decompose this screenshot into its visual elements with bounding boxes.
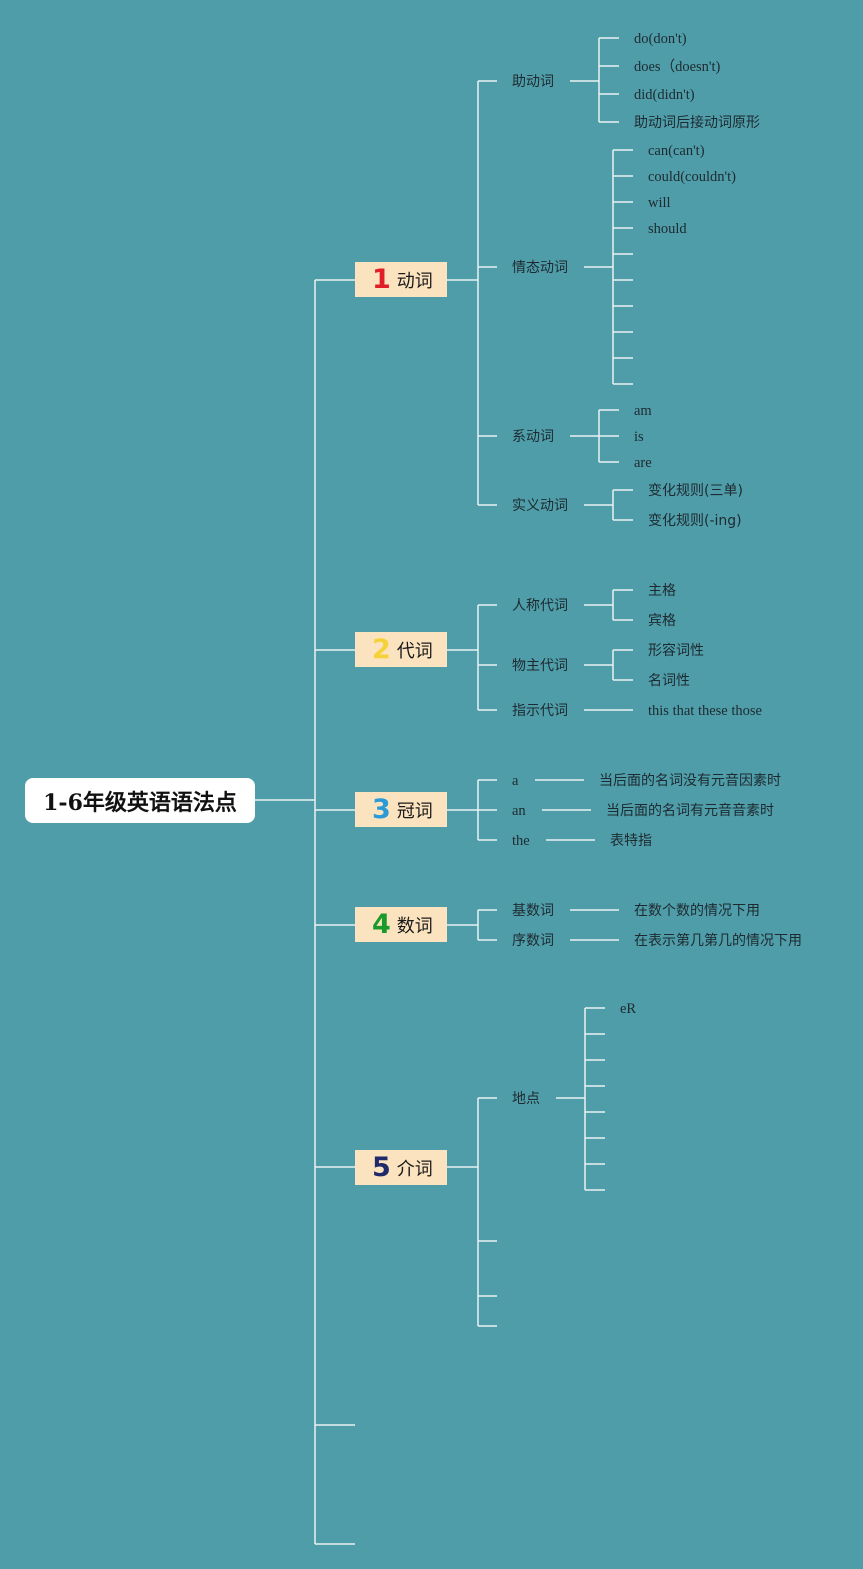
category-verb: 1 动词 [355,262,447,297]
leaf-modal-will: will [648,195,671,211]
leaf-link-are: are [634,455,652,471]
leaf-modal-could: could(couldn't) [648,169,736,185]
leaf-adjectival: 形容词性 [648,643,704,659]
node-modal-verb: 情态动词 [512,260,568,276]
leaf-modal-should: should [648,221,687,237]
category-number: 3 [372,794,391,825]
leaf-article-the-desc: 表特指 [610,833,652,849]
category-number: 2 [372,634,391,665]
category-preposition: 5 介词 [355,1150,447,1185]
root-node: 1-6年级英语语法点 [25,778,255,823]
category-numeral: 4 数词 [355,907,447,942]
category-label: 数词 [396,915,433,937]
node-article-a: a [512,773,519,789]
node-article-the: the [512,833,530,849]
node-demonstrative-pronoun: 指示代词 [512,703,568,719]
leaf-modal-can: can(can't) [648,143,705,159]
node-notional-verb: 实义动词 [512,498,568,514]
category-label: 代词 [396,640,433,662]
node-cardinal: 基数词 [512,903,554,919]
node-article-an: an [512,803,526,819]
leaf-demonstrative-words: this that these those [648,703,762,719]
leaf-article-an-desc: 当后面的名词有元音音素时 [606,803,774,819]
leaf-object-case: 宾格 [648,613,676,629]
category-pronoun: 2 代词 [355,632,447,667]
node-possessive-pronoun: 物主代词 [512,658,568,674]
node-ordinal: 序数词 [512,933,554,949]
root-title: 1-6年级英语语法点 [43,789,237,816]
leaf-aux-rule: 助动词后接动词原形 [634,115,760,131]
category-number: 4 [372,909,391,940]
leaf-article-a-desc: 当后面的名词没有元音因素时 [599,773,781,789]
node-place: 地点 [512,1091,540,1107]
category-number: 1 [372,264,391,295]
leaf-link-is: is [634,429,644,445]
leaf-aux-did: did(didn't) [634,87,695,103]
leaf-place-item: eR [620,1001,637,1017]
leaf-subject-case: 主格 [648,583,676,599]
node-link-verb: 系动词 [512,429,554,445]
leaf-aux-does: does（doesn't) [634,59,721,75]
leaf-cardinal-desc: 在数个数的情况下用 [634,903,760,919]
leaf-notional-3rd: 变化规则(三单) [648,483,743,499]
leaf-ordinal-desc: 在表示第几第几的情况下用 [634,933,802,949]
category-article: 3 冠词 [355,792,447,827]
category-number: 5 [372,1152,391,1183]
category-label: 介词 [396,1158,433,1180]
leaf-aux-do: do(don't) [634,31,687,47]
category-label: 冠词 [396,800,433,822]
leaf-link-am: am [634,403,652,419]
node-personal-pronoun: 人称代词 [512,598,568,614]
leaf-nominal: 名词性 [648,673,690,689]
category-label: 动词 [396,270,433,292]
node-aux-verb: 助动词 [512,74,554,90]
leaf-notional-ing: 变化规则(-ing) [648,513,742,529]
